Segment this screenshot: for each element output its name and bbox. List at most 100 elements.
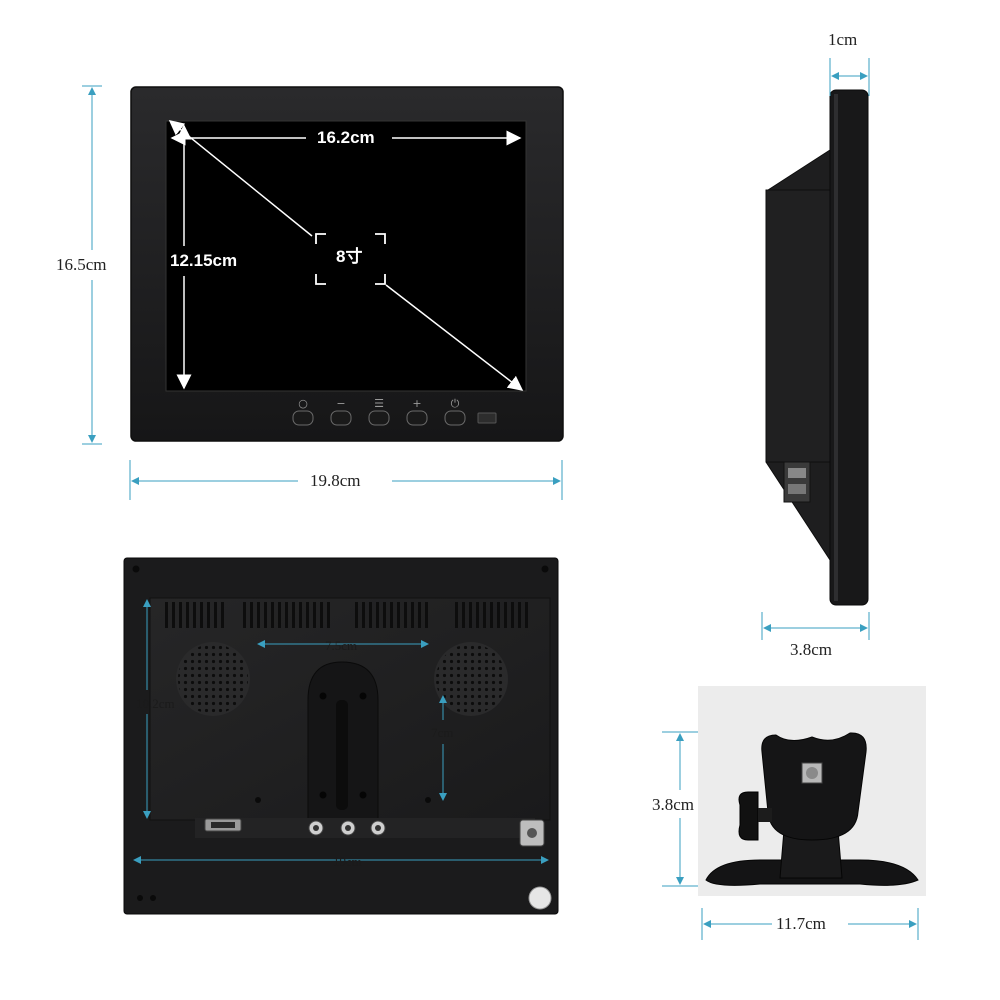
back-av-ports <box>308 820 386 836</box>
stand-tilt-knob <box>738 791 759 841</box>
vent-slot <box>200 602 203 628</box>
back-mount-slot <box>336 700 348 810</box>
stand-view <box>662 686 926 940</box>
vent-slot <box>469 602 472 628</box>
back-mount-screw <box>359 791 367 799</box>
vent-slot <box>383 602 386 628</box>
vent-slot <box>404 602 407 628</box>
stand-mount-screw-head <box>806 767 818 779</box>
vent-slot <box>306 602 309 628</box>
vent-slot <box>483 602 486 628</box>
vent-slot <box>411 602 414 628</box>
back-mount-spacing-label: 7.5cm <box>325 638 358 653</box>
vent-slot <box>425 602 428 628</box>
vent-slot <box>390 602 393 628</box>
vent-slot <box>292 602 295 628</box>
button-circle[interactable] <box>292 410 314 426</box>
back-screw <box>132 565 140 573</box>
back-screw <box>425 797 431 803</box>
vent-slot <box>278 602 281 628</box>
vent-slot <box>257 602 260 628</box>
vent-slot <box>355 602 358 628</box>
button-minus[interactable] <box>330 410 352 426</box>
vent-slot <box>271 602 274 628</box>
vent-slot <box>172 602 175 628</box>
vent-slot <box>369 602 372 628</box>
side-view <box>761 58 870 640</box>
side-total-depth-label: 3.8cm <box>788 640 835 660</box>
vent-slot <box>243 602 246 628</box>
vent-slot <box>504 602 507 628</box>
front-overall-width-label: 19.8cm <box>308 471 363 491</box>
vent-slot <box>518 602 521 628</box>
screen-width-label: 16.2cm <box>317 128 375 147</box>
back-vent-slots <box>165 602 528 628</box>
side-bnc-connector <box>783 461 811 503</box>
vent-slot <box>497 602 500 628</box>
stand-head-plate <box>761 732 867 841</box>
back-view <box>123 557 559 915</box>
vent-slot <box>264 602 267 628</box>
vent-slot <box>214 602 217 628</box>
back-vga-port <box>204 818 242 832</box>
back-screw <box>255 797 261 803</box>
power-icon: ⏻ <box>450 397 460 410</box>
vent-slot <box>320 602 323 628</box>
stand-knob-shaft <box>758 808 772 822</box>
back-screw <box>137 895 143 901</box>
back-bnc-port <box>519 819 545 847</box>
diagonal-arrow-upper <box>168 120 313 237</box>
side-bezel-highlight <box>834 94 838 601</box>
back-screw <box>150 895 156 901</box>
minus-icon: − <box>336 397 346 410</box>
back-connector-strip <box>195 818 535 838</box>
button-menu[interactable] <box>368 410 390 426</box>
vent-slot <box>165 602 168 628</box>
vent-slot <box>179 602 182 628</box>
vent-slot <box>362 602 365 628</box>
vent-slot <box>207 602 210 628</box>
screen-diagonal-label: 8寸 <box>336 247 363 266</box>
diagonal-arrow-lower <box>385 284 524 391</box>
vent-slot <box>397 602 400 628</box>
vent-slot <box>376 602 379 628</box>
back-speaker-right-grille <box>436 644 506 714</box>
vent-slot <box>462 602 465 628</box>
circle-icon: ○ <box>298 397 308 410</box>
plus-icon: + <box>412 397 422 410</box>
back-mount-height-label: 7cm <box>431 725 454 740</box>
back-mount-screw <box>359 692 367 700</box>
ir-sensor <box>477 412 497 424</box>
vent-slot <box>418 602 421 628</box>
front-buttons <box>292 410 497 426</box>
side-rear-panel <box>765 189 831 463</box>
button-power[interactable] <box>444 410 466 426</box>
vent-slot <box>285 602 288 628</box>
vent-slot <box>221 602 224 628</box>
vent-slot <box>511 602 514 628</box>
screen-height-label: 12.15cm <box>170 251 238 270</box>
vent-slot <box>327 602 330 628</box>
front-overall-height-label: 16.5cm <box>54 255 109 275</box>
diagonal-label-brackets <box>315 233 386 285</box>
back-inner-width-label: 19cm <box>333 854 362 869</box>
side-front-bezel <box>829 89 869 606</box>
stand-height-label: 3.8cm <box>650 795 697 815</box>
back-mount-screw <box>319 692 327 700</box>
front-view <box>82 85 564 500</box>
vent-slot <box>299 602 302 628</box>
vent-slot <box>193 602 196 628</box>
back-screw <box>541 565 549 573</box>
button-plus[interactable] <box>406 410 428 426</box>
vent-slot <box>313 602 316 628</box>
vent-slot <box>476 602 479 628</box>
back-sticker <box>528 886 552 910</box>
vent-slot <box>525 602 528 628</box>
menu-icon: ☰ <box>374 397 384 410</box>
vent-slot <box>490 602 493 628</box>
vent-slot <box>186 602 189 628</box>
back-mount-screw <box>319 791 327 799</box>
side-bezel-depth-label: 1cm <box>826 30 860 50</box>
back-inner-height-label: 10.2cm <box>136 696 175 711</box>
